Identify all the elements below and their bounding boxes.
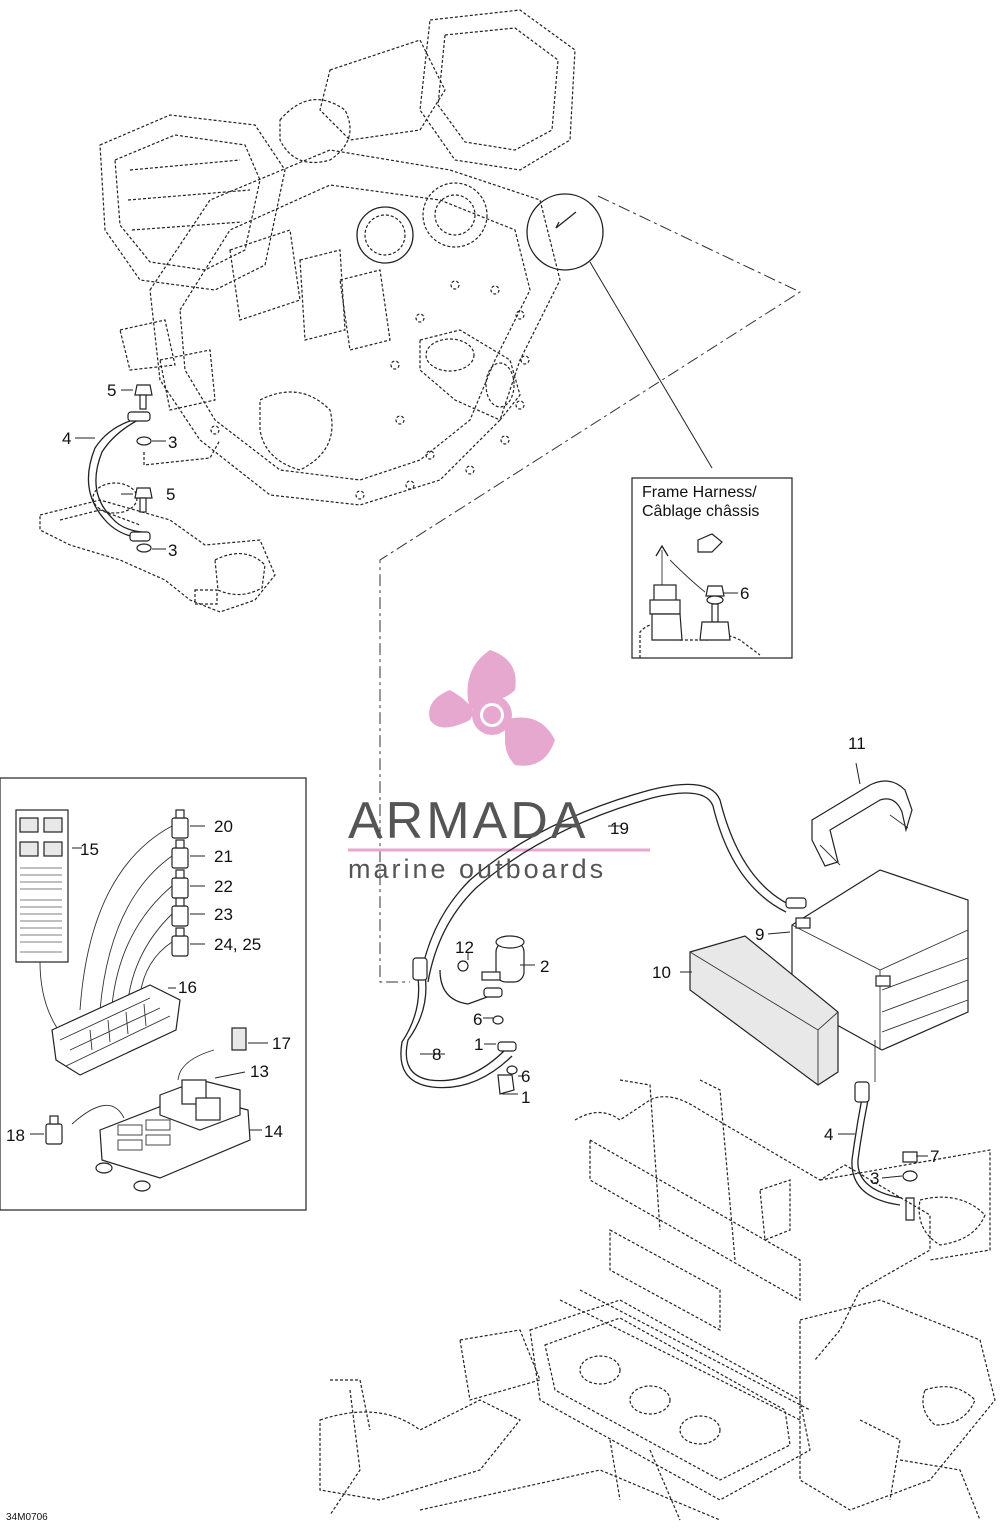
watermark-text: ARMADA marine outboards	[348, 792, 606, 884]
callout-20: 20	[214, 817, 233, 836]
callout-23: 23	[214, 905, 233, 924]
watermark-tagline: marine outboards	[348, 854, 606, 884]
fuses	[171, 809, 189, 957]
callout-labels: 5 4 3 5 3 6 15 20 21 22 23 24, 25 16 17 …	[6, 381, 939, 1188]
callout-1: 1	[521, 1088, 530, 1107]
callout-18: 18	[6, 1126, 25, 1145]
callout-19: 19	[610, 819, 629, 838]
callout-6c: 6	[521, 1067, 530, 1086]
callout-6b: 6	[473, 1010, 482, 1029]
callout-14: 14	[264, 1122, 283, 1141]
detail-circle	[526, 193, 604, 271]
engine-drawing	[99, 9, 604, 506]
inset-title: Frame Harness/ Câblage châssis	[642, 484, 759, 520]
callout-21: 21	[214, 847, 233, 866]
callout-5b: 5	[166, 485, 175, 504]
callout-24-25: 24, 25	[214, 935, 261, 954]
callout-4a: 4	[62, 429, 71, 448]
leaders-top	[75, 261, 713, 550]
inset-title-line1: Frame Harness/	[642, 484, 757, 501]
callout-15: 15	[80, 840, 99, 859]
callout-2: 2	[540, 957, 549, 976]
armada-logo	[348, 650, 650, 852]
callout-5a: 5	[107, 381, 116, 400]
ground-cable-engine	[87, 384, 221, 553]
callout-3b: 3	[168, 541, 177, 560]
callout-6a: 6	[740, 584, 749, 603]
callout-7: 7	[930, 1147, 939, 1166]
battery-drawing	[400, 762, 969, 1221]
callout-16: 16	[178, 978, 197, 997]
callout-12: 12	[455, 938, 474, 957]
callout-13: 13	[250, 1062, 269, 1081]
inset-title-line2: Câblage châssis	[642, 503, 759, 520]
callout-9: 9	[755, 925, 764, 944]
engine-bracket	[39, 482, 276, 613]
callout-8: 8	[432, 1045, 441, 1064]
callout-3a: 3	[168, 433, 177, 452]
fuse-box-inset	[0, 777, 307, 1211]
vehicle-frame	[319, 1079, 996, 1521]
callout-3c: 3	[870, 1169, 879, 1188]
callout-10: 10	[652, 963, 671, 982]
phantom-lines	[379, 195, 802, 983]
callout-4b: 4	[824, 1125, 833, 1144]
callout-17: 17	[272, 1034, 291, 1053]
callout-1b: 1	[474, 1035, 483, 1054]
callout-22: 22	[214, 877, 233, 896]
watermark-brand: ARMADA	[348, 792, 588, 850]
callout-11: 11	[848, 734, 866, 753]
frame-harness-inset	[631, 477, 793, 659]
diagram-id: 34M0706	[6, 1512, 48, 1523]
